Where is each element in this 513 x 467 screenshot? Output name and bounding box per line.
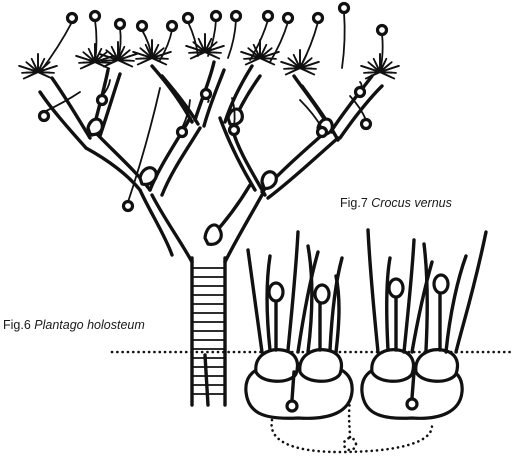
leaf-rosettes (19, 34, 399, 79)
future-corm-outline (272, 420, 432, 452)
flower-stalks (40, 4, 387, 211)
caption-fig6-number: Fig.6 (3, 318, 31, 332)
caption-fig7: Fig.7 Crocus vernus (340, 196, 452, 210)
future-root-dots (349, 400, 350, 438)
caption-fig6: Fig.6 Plantago holosteum (3, 318, 145, 332)
caption-fig7-species: Crocus vernus (371, 196, 452, 210)
caption-fig7-number: Fig.7 (340, 196, 368, 210)
caption-fig6-species: Plantago holosteum (34, 318, 145, 332)
trunk-rings (193, 268, 224, 394)
future-bud-dots (344, 438, 356, 450)
taproot (205, 355, 208, 405)
crocus-drawing (246, 230, 486, 452)
